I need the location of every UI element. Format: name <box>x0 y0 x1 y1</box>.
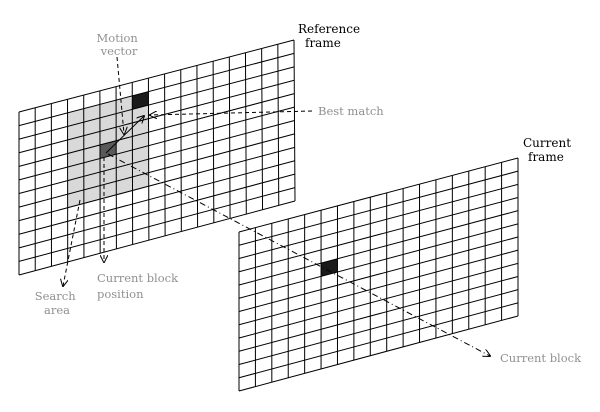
grid-row-line <box>238 197 519 273</box>
grid-row-line <box>238 289 519 365</box>
grid-row-line <box>18 200 296 276</box>
grid-row-line <box>238 236 519 312</box>
reference-frame-grid <box>18 39 296 276</box>
reference-frame-label: Reference frame <box>298 22 364 50</box>
grid-row-line <box>238 262 519 339</box>
grid-row-line <box>238 276 519 352</box>
grid-row-line <box>18 160 295 235</box>
grid-row-line <box>238 170 519 246</box>
grid-row-line <box>18 39 295 113</box>
grid-row-line <box>18 106 295 181</box>
block-projection-line <box>107 153 490 356</box>
current-frame-label: Current frame <box>523 136 575 164</box>
grid-row-line <box>238 210 519 286</box>
current-block-position-block <box>100 140 117 159</box>
grid-row-line <box>18 173 295 249</box>
grid-row-line <box>18 133 295 208</box>
grid-row-line <box>238 157 519 233</box>
grid-row-line <box>18 120 295 194</box>
search-area-leader <box>63 199 81 286</box>
grid-row-line <box>238 302 519 379</box>
current-block-label: Current block <box>500 351 582 365</box>
grid-row-line <box>18 79 295 154</box>
best-match-leader <box>150 110 313 115</box>
grid-row-line <box>18 146 295 222</box>
grid-row-line <box>18 66 295 140</box>
grid-row-line <box>238 249 519 326</box>
grid-row-line <box>18 187 296 262</box>
grid-row-line <box>238 183 519 259</box>
connector-lines <box>63 56 490 356</box>
best-match-block <box>132 91 149 110</box>
best-match-label: Best match <box>318 104 384 118</box>
grid-row-line <box>238 223 519 299</box>
current-block <box>321 258 338 277</box>
grid-row-line <box>18 52 295 127</box>
current-frame-grid <box>238 157 519 392</box>
current-block-position-label: Current block position <box>97 271 182 301</box>
search-area-label: Search area <box>35 289 80 317</box>
motion-vector-leader <box>116 56 124 134</box>
grid-row-line <box>18 93 295 167</box>
grid-row-line <box>238 315 519 392</box>
motion-vector-label: Motion vector <box>97 31 142 58</box>
